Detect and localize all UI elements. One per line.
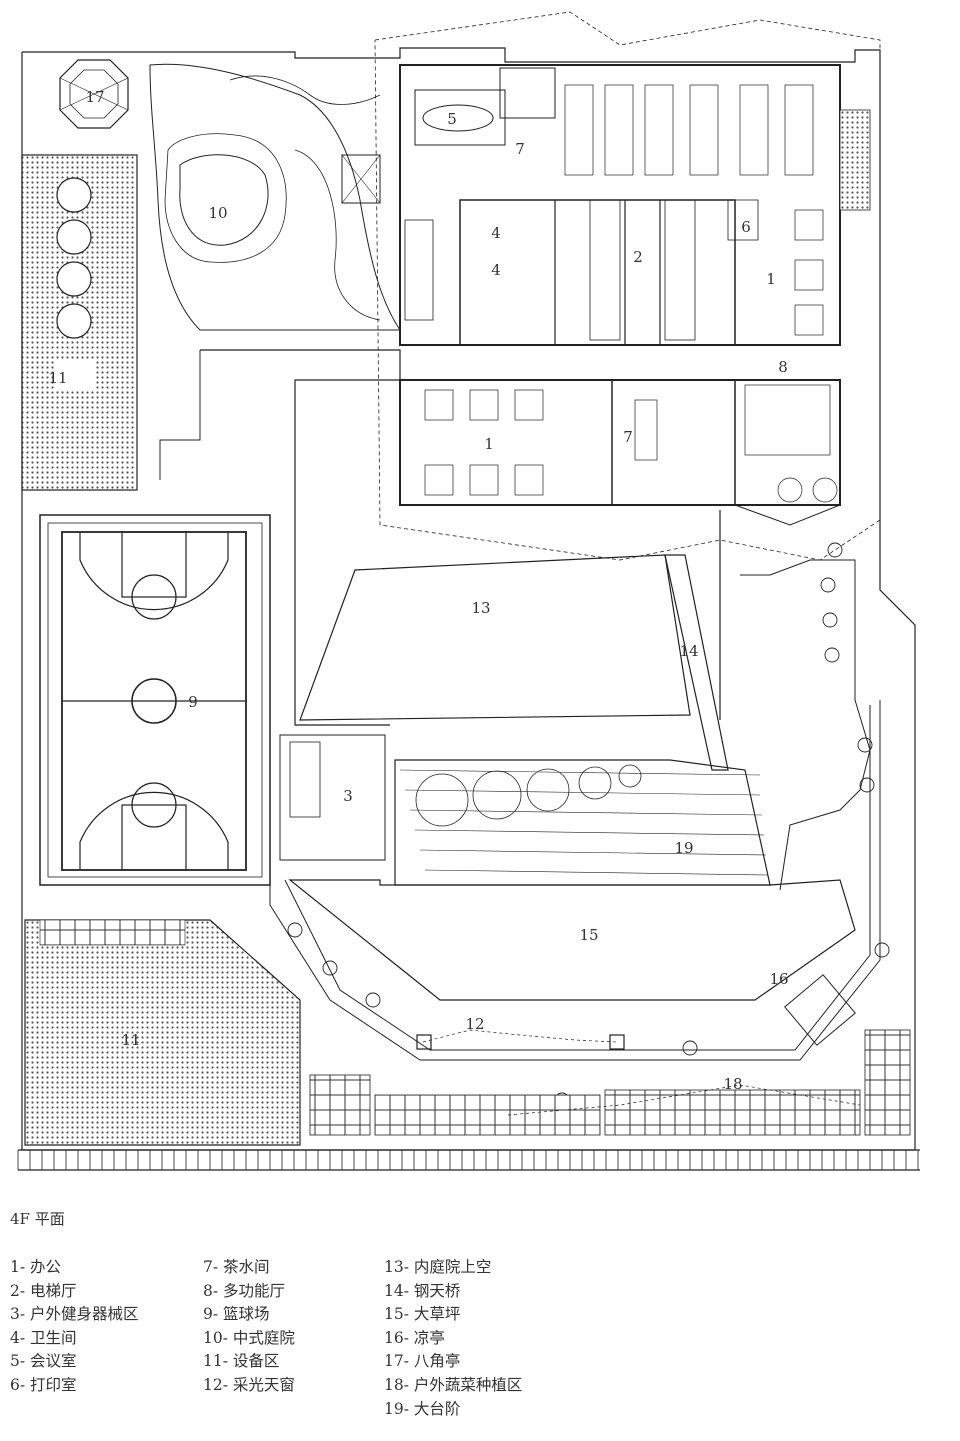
area-number-8: 8	[778, 358, 788, 376]
floor-plan-drawing: 17 10 5 7 1 6 4 4 2 11 8 1 7 13 14 9 3 1…	[17, 11, 920, 1171]
area-number-1-mid: 1	[484, 435, 494, 453]
garden-path	[149, 63, 401, 331]
steel-bridge	[664, 554, 729, 771]
legend-item: 13- 内庭院上空	[384, 1258, 492, 1276]
outdoor-fitness-area	[279, 734, 386, 861]
legend-item: 17- 八角亭	[384, 1352, 461, 1371]
skylight	[416, 1034, 432, 1050]
legend-item: 19- 大台阶	[384, 1399, 461, 1418]
legend-item: 11- 设备区	[203, 1352, 280, 1371]
legend-item: 15- 大草坪	[384, 1305, 461, 1324]
drawing-title: 4F 平面	[10, 1210, 65, 1228]
area-number-14: 14	[679, 642, 698, 660]
legend-item: 18- 户外蔬菜种植区	[384, 1375, 523, 1394]
site-boundary	[21, 47, 916, 1151]
area-number-18: 18	[723, 1075, 742, 1093]
pavilion	[784, 974, 856, 1046]
area-number-10: 10	[208, 204, 227, 222]
area-number-4-a: 4	[491, 224, 501, 242]
legend-item: 8- 多功能厅	[203, 1281, 286, 1300]
octagonal-pavilion	[59, 59, 129, 129]
area-number-17: 17	[85, 88, 104, 106]
area-number-1-right: 1	[766, 270, 776, 288]
area-number-11-bottom: 11	[121, 1031, 140, 1049]
legend-item: 9- 篮球场	[203, 1305, 270, 1324]
area-number-6: 6	[741, 218, 751, 236]
grand-steps	[394, 759, 771, 886]
area-number-5: 5	[447, 110, 457, 128]
legend-item: 5- 会议室	[10, 1352, 77, 1371]
drawing-caption: 4F 平面 1- 办公 2- 电梯厅 3- 户外健身器械区 4- 卫生间 5- …	[10, 1208, 950, 1433]
office-building-bottom	[399, 379, 841, 506]
area-number-19: 19	[674, 839, 693, 857]
area-number-3: 3	[343, 787, 353, 805]
area-number-11-top: 11	[48, 369, 67, 387]
legend-item: 2- 电梯厅	[10, 1281, 77, 1300]
area-number-16: 16	[769, 970, 788, 988]
legend-column-1: 1- 办公 2- 电梯厅 3- 户外健身器械区 4- 卫生间 5- 会议室 6-…	[10, 1256, 139, 1398]
area-number-9: 9	[188, 693, 198, 711]
legend-column-3: 13- 内庭院上空 14- 钢天桥 15- 大草坪 16- 凉亭 17- 八角亭…	[384, 1256, 522, 1421]
area-number-7-top: 7	[515, 140, 525, 158]
roof-outline-dashed	[374, 11, 881, 561]
legend-item: 10- 中式庭院	[203, 1328, 295, 1347]
area-number-2: 2	[633, 248, 643, 266]
area-number-7-mid: 7	[623, 428, 633, 446]
basketball-court-area	[39, 514, 271, 886]
area-number-13: 13	[471, 599, 490, 617]
legend-item: 12- 采光天窗	[203, 1375, 295, 1394]
skylight	[609, 1034, 625, 1050]
legend-item: 7- 茶水间	[203, 1258, 270, 1276]
legend-item: 16- 凉亭	[384, 1328, 445, 1347]
area-number-4-b: 4	[491, 261, 501, 279]
area-number-12: 12	[465, 1015, 484, 1033]
legend-item: 6- 打印室	[10, 1375, 77, 1394]
equipment-area-bottom	[24, 919, 301, 1146]
inner-courtyard-void	[299, 554, 691, 721]
legend-item: 3- 户外健身器械区	[10, 1305, 139, 1324]
vegetable-planting-beds	[309, 1029, 911, 1136]
legend-item: 14- 钢天桥	[384, 1281, 461, 1300]
area-number-15: 15	[579, 926, 598, 944]
large-lawn	[288, 879, 856, 1001]
legend-item: 1- 办公	[10, 1258, 62, 1276]
legend-item: 4- 卫生间	[10, 1328, 77, 1347]
legend-column-2: 7- 茶水间 8- 多功能厅 9- 篮球场 10- 中式庭院 11- 设备区 1…	[203, 1256, 295, 1398]
